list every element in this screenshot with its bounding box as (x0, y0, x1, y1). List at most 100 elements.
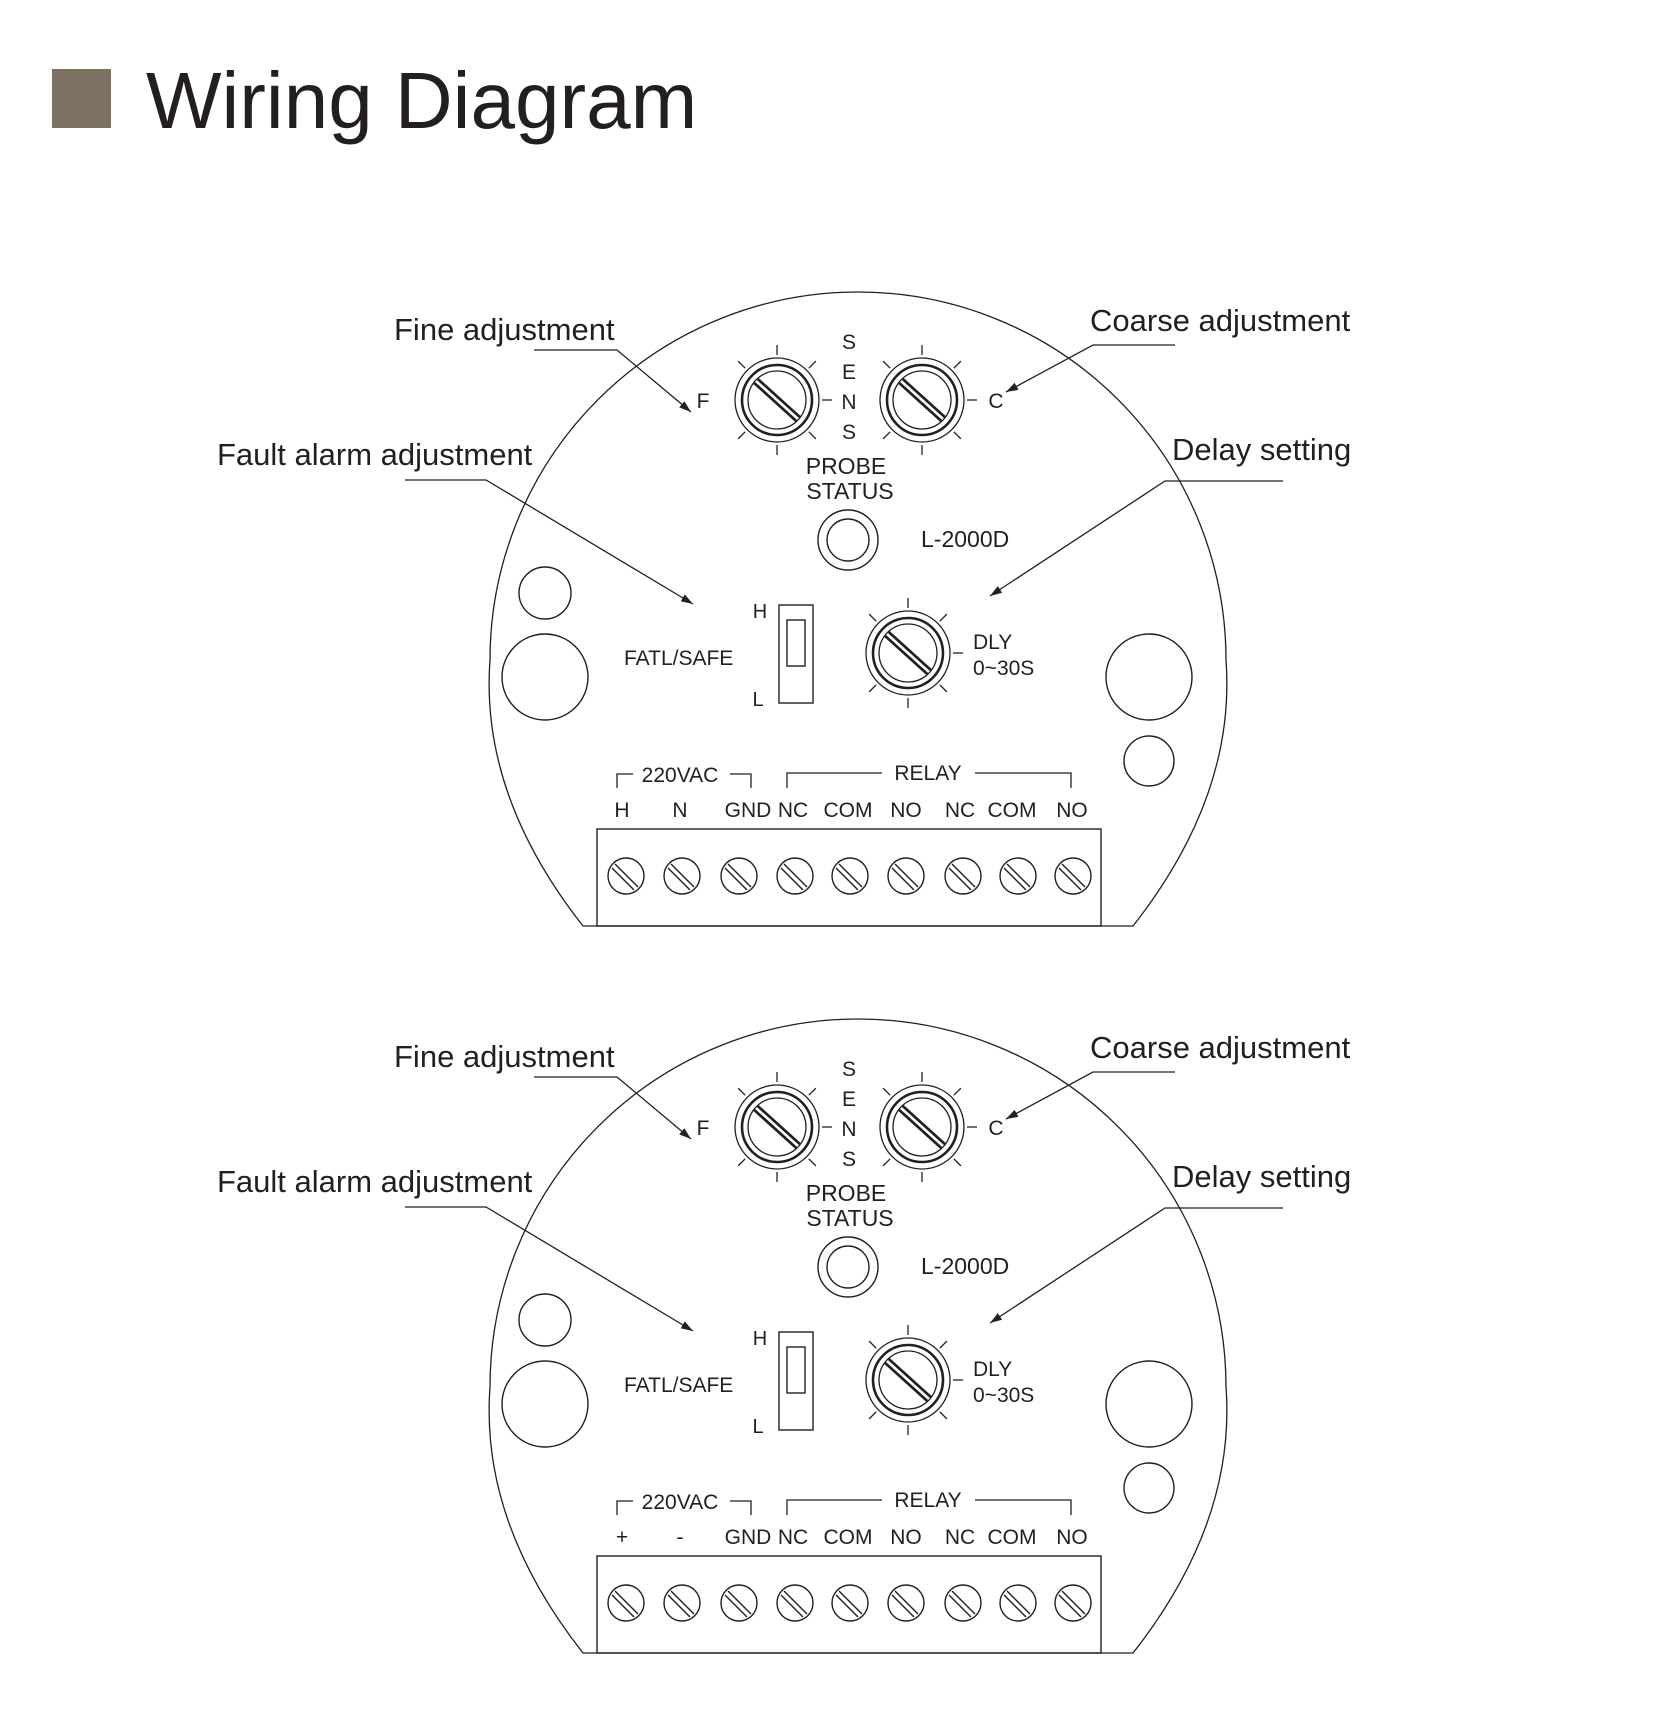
leader-arrow-icon (534, 349, 692, 413)
callout-leader-lines (405, 1071, 1283, 1332)
callout-coarse-adjustment: Coarse adjustment (1090, 303, 1351, 338)
delay-range-label: 0~30S (973, 1384, 1034, 1407)
mounting-hole (501, 1360, 589, 1448)
coarse-knob-label: C (988, 390, 1003, 413)
terminal-screw-icon (999, 857, 1037, 895)
terminal-label: COM (988, 1526, 1037, 1549)
terminal-screw-icon (776, 857, 814, 895)
callout-leader-lines (405, 344, 1283, 605)
terminal-screw-icon (663, 1584, 701, 1622)
terminal-screw-icon (944, 1584, 982, 1622)
terminal-screw-icon (999, 1584, 1037, 1622)
delay-knob-icon (865, 1325, 963, 1435)
sens-letter: E (842, 361, 856, 384)
terminal-screw-icon (607, 1584, 645, 1622)
terminal-label: COM (824, 799, 873, 822)
sens-letter: S (842, 421, 856, 444)
terminal-label: GND (725, 1526, 772, 1549)
terminal-label: GND (725, 799, 772, 822)
mounting-hole (1123, 735, 1175, 787)
callout-fine-adjustment: Fine adjustment (394, 312, 615, 347)
terminal-block (596, 1555, 1102, 1654)
leader-arrow-icon (989, 1207, 1283, 1324)
terminal-label: NC (778, 1526, 808, 1549)
terminal-label: NO (1056, 799, 1088, 822)
probe-status-label: PROBE (806, 1180, 887, 1206)
terminal-screw-icon (720, 1584, 758, 1622)
terminal-group-brackets (616, 1499, 1072, 1515)
terminal-label: + (616, 1526, 628, 1549)
leader-arrow-icon (1005, 344, 1175, 393)
switch-low-label: L (752, 1416, 763, 1438)
terminal-screw-icon (887, 857, 925, 895)
mounting-hole (1105, 633, 1193, 721)
relay-group-label: RELAY (894, 762, 961, 785)
coarse-adjust-knob-icon (879, 1072, 977, 1182)
callout-delay-setting: Delay setting (1172, 1159, 1351, 1194)
switch-high-label: H (753, 601, 767, 623)
switch-low-label: L (752, 689, 763, 711)
leader-arrow-icon (405, 1206, 694, 1332)
switch-high-label: H (753, 1328, 767, 1350)
sens-letter: S (842, 1148, 856, 1171)
callout-fault-alarm-adjustment: Fault alarm adjustment (217, 1164, 533, 1199)
sens-letter: S (842, 331, 856, 354)
page-title: Wiring Diagram (146, 56, 698, 145)
mounting-hole (518, 566, 572, 620)
switch-label: FATL/SAFE (624, 1374, 733, 1397)
delay-label: DLY (973, 631, 1012, 654)
terminal-screw-icon (607, 857, 645, 895)
probe-status-label: STATUS (806, 1205, 893, 1231)
probe-status-label: STATUS (806, 478, 893, 504)
callout-fault-alarm-adjustment: Fault alarm adjustment (217, 437, 533, 472)
fine-knob-label: F (697, 1117, 710, 1140)
terminal-block (596, 828, 1102, 927)
mounting-hole (1105, 1360, 1193, 1448)
enclosure-outline (488, 1018, 1228, 1654)
header-square-icon (52, 69, 111, 128)
sens-letter: S (842, 1058, 856, 1081)
terminal-label: COM (824, 1526, 873, 1549)
probe-status-led-icon (817, 1236, 879, 1298)
callout-delay-setting: Delay setting (1172, 432, 1351, 467)
terminal-label: NC (945, 1526, 975, 1549)
terminal-screw-icon (1054, 1584, 1092, 1622)
coarse-adjust-knob-icon (879, 345, 977, 455)
terminal-screw-icon (887, 1584, 925, 1622)
power-group-label: 220VAC (642, 764, 719, 787)
fine-adjust-knob-icon (734, 345, 832, 455)
leader-arrow-icon (534, 1076, 692, 1140)
enclosure-outline (488, 291, 1228, 927)
terminal-screw-icon (663, 857, 701, 895)
leader-arrow-icon (989, 480, 1283, 597)
switch-label: FATL/SAFE (624, 647, 733, 670)
sens-letter: E (842, 1088, 856, 1111)
probe-status-led-icon (817, 509, 879, 571)
mounting-hole (1123, 1462, 1175, 1514)
fatl-safe-switch-icon (778, 604, 814, 704)
callout-fine-adjustment: Fine adjustment (394, 1039, 615, 1074)
relay-group-label: RELAY (894, 1489, 961, 1512)
terminal-screw-icon (720, 857, 758, 895)
fatl-safe-switch-icon (778, 1331, 814, 1431)
callout-coarse-adjustment: Coarse adjustment (1090, 1030, 1351, 1065)
terminal-screw-icon (831, 1584, 869, 1622)
probe-status-label: PROBE (806, 453, 887, 479)
terminal-label: H (614, 799, 629, 822)
terminal-label: N (672, 799, 687, 822)
terminal-label: - (677, 1526, 684, 1549)
mounting-hole (518, 1293, 572, 1347)
terminal-label: COM (988, 799, 1037, 822)
leader-arrow-icon (405, 479, 694, 605)
delay-label: DLY (973, 1358, 1012, 1381)
terminal-group-brackets (616, 772, 1072, 788)
terminal-label: NO (1056, 1526, 1088, 1549)
fine-knob-label: F (697, 390, 710, 413)
mounting-hole (501, 633, 589, 721)
sens-letter: N (841, 1118, 856, 1141)
terminal-screw-icon (776, 1584, 814, 1622)
power-group-label: 220VAC (642, 1491, 719, 1514)
